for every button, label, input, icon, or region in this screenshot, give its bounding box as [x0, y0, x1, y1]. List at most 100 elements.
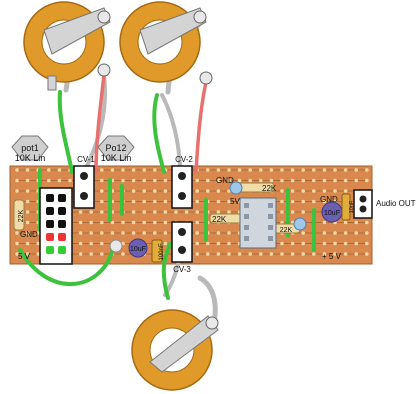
- pot-bottom: [131, 309, 219, 391]
- pot-lug-arm: [43, 7, 111, 55]
- ic-pin: [244, 225, 249, 230]
- board-hole: [322, 252, 327, 256]
- ic-chip: [239, 197, 277, 249]
- board-hole: [153, 199, 157, 204]
- cap-film-100nf: [151, 239, 163, 263]
- cv2-label: CV-2: [175, 155, 193, 164]
- board-hole: [195, 231, 199, 235]
- board-hole: [206, 189, 210, 193]
- board-hole: [110, 168, 115, 172]
- board-hole: [100, 168, 104, 172]
- board-hole: [163, 210, 168, 214]
- header-pin: [46, 207, 54, 215]
- header-pin: [58, 246, 66, 254]
- board-hole: [25, 210, 30, 214]
- board-hole: [237, 252, 242, 256]
- board-hole: [322, 199, 327, 204]
- board-hole: [195, 210, 199, 214]
- board-hole: [343, 189, 348, 193]
- pot-top-mid: [119, 1, 213, 85]
- board-hole: [25, 178, 30, 183]
- board-hole: [333, 178, 337, 183]
- ic-pin: [268, 203, 273, 208]
- board-hole: [354, 252, 359, 256]
- board-hole: [47, 178, 51, 183]
- board-hole: [237, 178, 242, 183]
- board-hole: [333, 252, 337, 256]
- board-hole: [153, 178, 157, 183]
- board-hole: [290, 189, 295, 193]
- board-hole: [269, 168, 274, 172]
- board-hole: [163, 178, 168, 183]
- board-hole: [227, 231, 231, 235]
- header-pin: [46, 220, 54, 228]
- board-hole: [195, 178, 199, 183]
- board-hole: [333, 189, 337, 193]
- resistors: 22K 22K 22K 22K: [13, 182, 301, 234]
- cv2-jack-body: [171, 165, 193, 209]
- board-hole: [280, 241, 284, 246]
- board-hole: [142, 199, 146, 204]
- board-hole: [333, 241, 337, 246]
- board-hole: [142, 220, 146, 225]
- board-hole: [25, 252, 30, 256]
- board-hole: [153, 189, 157, 193]
- board-hole: [195, 220, 199, 225]
- ic-pin: [244, 214, 249, 219]
- v5-label-left: 5 V: [18, 252, 31, 261]
- header-pin: [58, 194, 66, 202]
- ic-pin: [268, 225, 273, 230]
- pot1-label-line1: pot1: [21, 143, 39, 153]
- board-hole: [25, 189, 30, 193]
- audio-out-jack: Audio OUT: [353, 189, 416, 219]
- board-hole: [110, 231, 115, 235]
- board-hole: [216, 210, 221, 214]
- board-hole: [365, 220, 369, 225]
- board-hole: [365, 252, 369, 256]
- header-pin: [58, 233, 66, 241]
- board-hole: [354, 168, 359, 172]
- trimpot-nut: [11, 135, 49, 161]
- board-hole: [163, 189, 168, 193]
- board-hole: [206, 168, 210, 172]
- board-hole: [280, 189, 284, 193]
- board-hole: [36, 241, 40, 246]
- board-hole: [259, 168, 263, 172]
- po12-label-line2: 10K Lin: [101, 153, 132, 163]
- red-wire-2: [194, 80, 208, 174]
- board-hole: [365, 178, 369, 183]
- board-hole: [301, 178, 306, 183]
- board-hole: [216, 168, 221, 172]
- cv1-pin: [80, 192, 88, 200]
- audio-out-body: [353, 189, 373, 219]
- board-hole: [280, 199, 284, 204]
- board-hole: [25, 220, 30, 225]
- gnd-label-top: GND: [216, 176, 234, 185]
- board-hole: [142, 168, 146, 172]
- board-hole: [301, 199, 306, 204]
- board-hole: [195, 199, 199, 204]
- cv3-jack-body: [171, 221, 193, 263]
- cv1-jack: CV-1: [73, 155, 95, 209]
- board-hole: [89, 210, 93, 214]
- power-header-pins: [46, 194, 66, 254]
- board-hole: [216, 189, 221, 193]
- board-hole: [227, 178, 231, 183]
- board-hole: [227, 199, 231, 204]
- board-hole: [290, 210, 295, 214]
- board-hole: [195, 252, 199, 256]
- board-hole: [259, 252, 263, 256]
- board-hole: [322, 178, 327, 183]
- board-hole: [121, 168, 125, 172]
- board-hole: [121, 178, 125, 183]
- board-hole: [153, 231, 157, 235]
- board-hole: [89, 231, 93, 235]
- board-hole: [290, 199, 295, 204]
- board-hole: [290, 252, 295, 256]
- board-hole: [365, 168, 369, 172]
- cv3-jack: CV-3: [171, 221, 193, 274]
- board-hole: [131, 189, 136, 193]
- board-hole: [131, 231, 136, 235]
- capacitors: 10uF 10uF 100nF 10nF: [109, 181, 355, 263]
